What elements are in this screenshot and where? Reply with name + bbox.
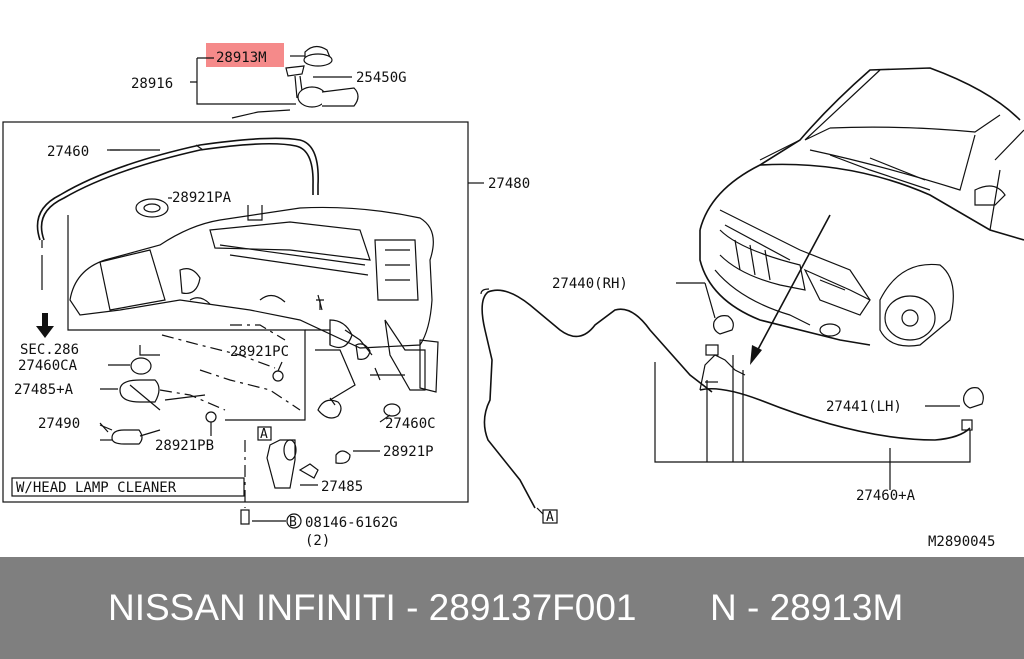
grommet-28921p <box>335 450 351 464</box>
label-bolt-marker: B <box>289 515 297 530</box>
label-28921pc: 28921PC <box>230 344 289 360</box>
grommet-28921pb <box>205 411 217 423</box>
bolt-08146 <box>240 440 302 529</box>
label-27440-rh: 27440(RH) <box>552 276 628 292</box>
vehicle-outline <box>699 67 1024 347</box>
label-28916: 28916 <box>131 76 173 92</box>
ref-box-a-left <box>257 426 272 441</box>
label-sec286: SEC.286 <box>20 342 79 358</box>
hose-to-nozzles <box>481 289 713 509</box>
banner-part-info: NISSAN INFINITI - 289137F001 <box>108 587 637 628</box>
highlight-28913m <box>206 43 284 67</box>
label-27441-lh: 27441(LH) <box>826 399 902 415</box>
banner-nissan-code: N - 28913M <box>710 587 904 628</box>
washer-reservoir-tank <box>69 205 439 393</box>
parts-diagram: 28913M 28916 25450G 27460 27480 28921PA … <box>2 43 1024 550</box>
label-27480: 27480 <box>488 176 530 192</box>
label-27460a: 27460+A <box>856 488 916 504</box>
label-25450g: 25450G <box>356 70 407 86</box>
label-27485a: 27485+A <box>14 382 74 398</box>
nozzle-27441-lh <box>963 387 984 409</box>
label-box-a-right: A <box>546 510 554 525</box>
filler-cap-assembly <box>285 45 359 108</box>
label-27485: 27485 <box>321 479 363 495</box>
sec286-arrow <box>36 313 54 338</box>
part-number-banner: NISSAN INFINITI - 289137F001 N - 28913M <box>0 557 1024 659</box>
grommet-28921pa <box>135 198 169 218</box>
headlamp-pump-27485 <box>266 439 296 489</box>
washer-pump-assembly <box>100 357 206 445</box>
label-bolt: 08146-6162G <box>305 515 398 531</box>
label-27460: 27460 <box>47 144 89 160</box>
grommet-28921pc <box>272 370 284 382</box>
label-28921p: 28921P <box>383 444 434 460</box>
leader-28916 <box>190 57 296 105</box>
label-bolt-qty: (2) <box>305 533 330 549</box>
label-28921pb: 28921PB <box>155 438 214 454</box>
headlamp-cleaner-box-outline <box>11 477 245 497</box>
label-27460ca: 27460CA <box>18 358 78 374</box>
nozzle-27440-rh <box>713 315 734 335</box>
ref-box-a-right <box>542 509 558 524</box>
reservoir-box-outline <box>2 121 469 503</box>
label-27490: 27490 <box>38 416 80 432</box>
label-headlamp-cleaner: W/HEAD LAMP CLEANER <box>16 480 177 496</box>
label-27460c: 27460C <box>385 416 436 432</box>
diagram-code: M2890045 <box>928 534 995 550</box>
washer-hose-27460 <box>36 137 319 241</box>
label-28921pa: 28921PA <box>172 190 232 206</box>
label-28913m: 28913M <box>216 50 267 66</box>
label-box-a-left: A <box>260 427 268 442</box>
clamp-27460c <box>317 399 342 419</box>
